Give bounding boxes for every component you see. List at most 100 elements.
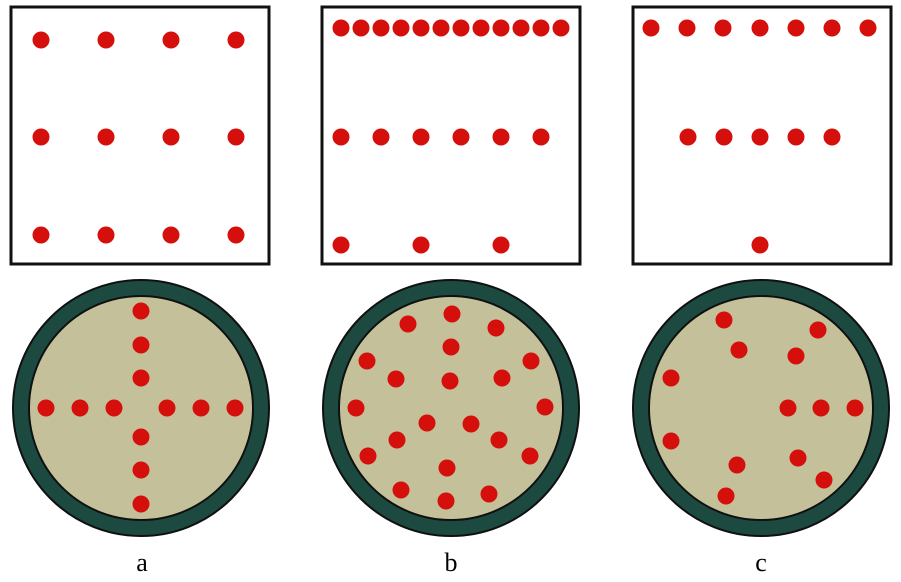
dot — [97, 226, 115, 244]
dot — [412, 128, 430, 146]
panel-c-label: c — [755, 548, 767, 577]
dot — [452, 19, 470, 37]
dot — [521, 447, 539, 465]
dot — [462, 415, 480, 433]
dot — [512, 19, 530, 37]
dot — [392, 481, 410, 499]
panel-a-disc — [28, 295, 254, 521]
dot — [227, 226, 245, 244]
dot — [105, 399, 123, 417]
dot — [751, 19, 769, 37]
dot — [227, 31, 245, 49]
dot — [846, 399, 864, 417]
panel-a — [9, 5, 271, 537]
dot — [490, 431, 508, 449]
dot — [522, 352, 540, 370]
dot — [32, 31, 50, 49]
dot — [487, 319, 505, 337]
dot — [714, 19, 732, 37]
panel-b — [320, 5, 582, 537]
panel-b-disc-dots — [347, 305, 554, 510]
dot — [438, 459, 456, 477]
dot — [492, 128, 510, 146]
dot — [787, 19, 805, 37]
dot — [480, 485, 498, 503]
dot — [372, 19, 390, 37]
dot — [452, 128, 470, 146]
panel-b-square-dots — [332, 19, 570, 254]
dot — [162, 31, 180, 49]
dot — [532, 128, 550, 146]
dot — [37, 399, 55, 417]
dot — [751, 236, 769, 254]
dot — [859, 19, 877, 37]
dot — [789, 449, 807, 467]
dot — [332, 128, 350, 146]
dot — [717, 487, 735, 505]
dot — [679, 128, 697, 146]
dot — [158, 399, 176, 417]
dot — [412, 236, 430, 254]
dot — [715, 128, 733, 146]
dot — [192, 399, 210, 417]
dot — [492, 236, 510, 254]
dot — [372, 128, 390, 146]
dot — [662, 369, 680, 387]
dot — [332, 236, 350, 254]
dot — [226, 399, 244, 417]
dot — [536, 398, 554, 416]
dot — [815, 471, 833, 489]
dot — [493, 369, 511, 387]
dot — [678, 19, 696, 37]
dot — [132, 336, 150, 354]
dot — [97, 31, 115, 49]
dot — [162, 128, 180, 146]
dot — [472, 19, 490, 37]
dot — [358, 352, 376, 370]
dot — [132, 369, 150, 387]
dot — [492, 19, 510, 37]
dot — [812, 399, 830, 417]
dot — [809, 321, 827, 339]
dot — [132, 302, 150, 320]
dot — [787, 128, 805, 146]
dot — [418, 414, 436, 432]
panel-c-disc — [648, 295, 874, 521]
dot — [387, 370, 405, 388]
dot — [332, 19, 350, 37]
dot — [642, 19, 660, 37]
dot — [71, 399, 89, 417]
panel-a-square-dots — [32, 31, 245, 244]
dot — [441, 372, 459, 390]
dot — [751, 128, 769, 146]
dot — [392, 19, 410, 37]
panel-a-disc-dots — [37, 302, 244, 513]
dot — [32, 226, 50, 244]
panel-a-label: a — [136, 548, 148, 577]
dot — [347, 399, 365, 417]
dot — [532, 19, 550, 37]
dot — [552, 19, 570, 37]
dot — [162, 226, 180, 244]
dot — [662, 432, 680, 450]
dot — [730, 341, 748, 359]
dot — [227, 128, 245, 146]
panel-b-label: b — [444, 548, 458, 577]
dot — [388, 431, 406, 449]
panel-c-disc-dots — [662, 311, 864, 505]
panel-c-square-dots — [642, 19, 877, 254]
dot — [132, 428, 150, 446]
dot — [32, 128, 50, 146]
panel-c — [631, 5, 893, 537]
dot — [352, 19, 370, 37]
panel-b-disc — [338, 295, 564, 521]
dot — [823, 128, 841, 146]
dot — [715, 311, 733, 329]
dot — [787, 347, 805, 365]
dot — [728, 456, 746, 474]
dot — [412, 19, 430, 37]
dot — [132, 495, 150, 513]
dot — [779, 399, 797, 417]
dot — [359, 447, 377, 465]
